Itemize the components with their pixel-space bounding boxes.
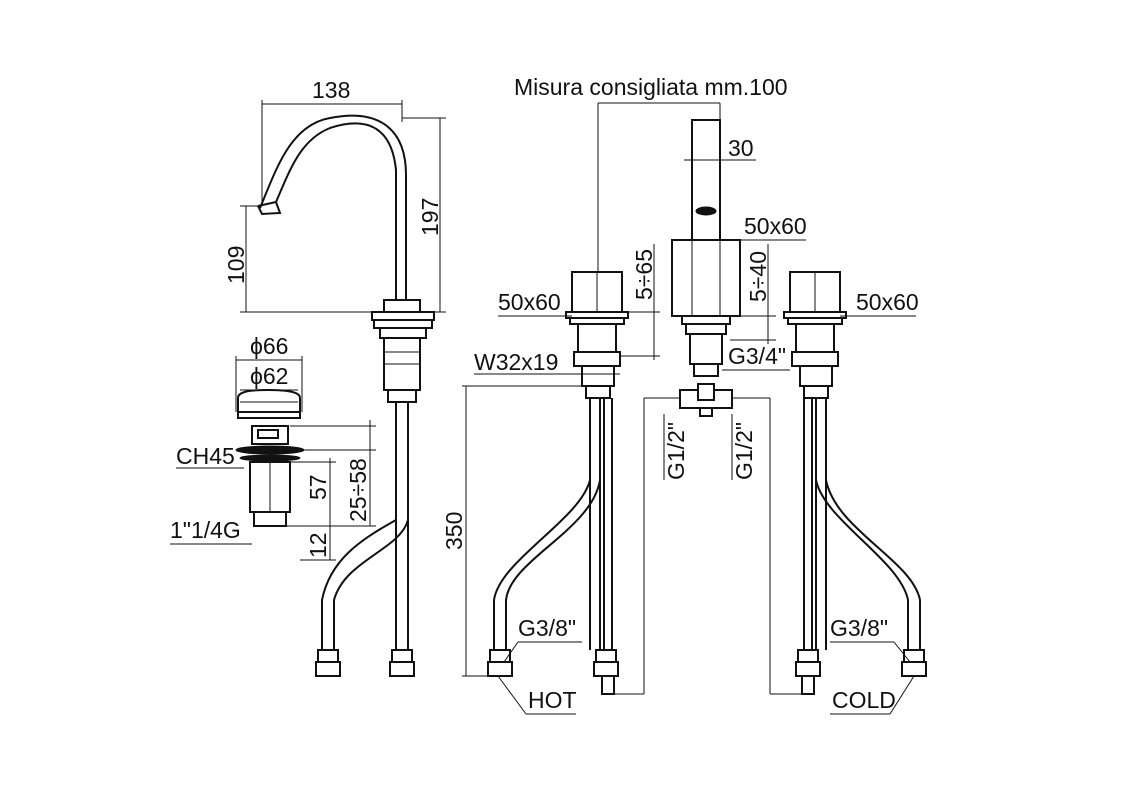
waste-range-dimension: [286, 420, 376, 561]
spout-height-dimension: [402, 117, 446, 313]
waste-tail-label: 12: [305, 532, 331, 558]
hot-label-leader: [497, 675, 527, 715]
spout-width-label: 138: [312, 77, 350, 103]
center-deck-range-label: 5÷40: [745, 251, 771, 302]
waste-nut-label: CH45: [176, 443, 235, 469]
center-connection-lines: [606, 397, 806, 695]
spout-outlet-dimension: [240, 205, 384, 313]
cold-label: COLD: [832, 687, 896, 713]
waste-inner-dia-label: ϕ62: [250, 363, 288, 389]
hot-valve: [487, 271, 629, 695]
spout-depth-label: 30: [728, 135, 754, 161]
waste-body-label: 57: [305, 474, 331, 500]
spout-height-label: 197: [417, 198, 443, 236]
g12-left-label: G1/2": [663, 422, 689, 480]
center-spout: [671, 119, 741, 417]
spout-thread-label: G3/4": [728, 343, 786, 369]
hot-hose-thread-label: G3/8": [518, 615, 576, 641]
cold-valve: [783, 271, 927, 695]
waste-range-label: 25÷58: [345, 458, 371, 522]
cold-handle-size-label: 50x60: [856, 289, 919, 315]
shank-nut-label: W32x19: [474, 349, 558, 375]
spout-outlet-label: 109: [223, 246, 249, 284]
hose-length-label: 350: [441, 512, 467, 550]
waste-outer-dia-dimension: [235, 356, 303, 412]
center-deck-range-dimension: [730, 244, 776, 344]
recommended-distance-label: Misura consigliata mm.100: [514, 74, 788, 100]
hot-deck-range-label: 5÷65: [631, 249, 657, 300]
spout-side-view: [257, 114, 435, 677]
pop-up-waste: [235, 388, 305, 527]
cold-hose-thread-label: G3/8": [830, 615, 888, 641]
waste-thread-label: 1"1/4G: [170, 517, 241, 543]
hose-length-dimension: [462, 385, 582, 677]
g12-right-label: G1/2": [731, 422, 757, 480]
spout-width-dimension: [261, 100, 403, 206]
hot-handle-size-label: 50x60: [498, 289, 561, 315]
hot-label: HOT: [528, 687, 577, 713]
center-handle-size-label: 50x60: [744, 213, 807, 239]
waste-outer-dia-label: ϕ66: [250, 333, 288, 359]
hot-deck-range-dimension: [620, 244, 660, 360]
